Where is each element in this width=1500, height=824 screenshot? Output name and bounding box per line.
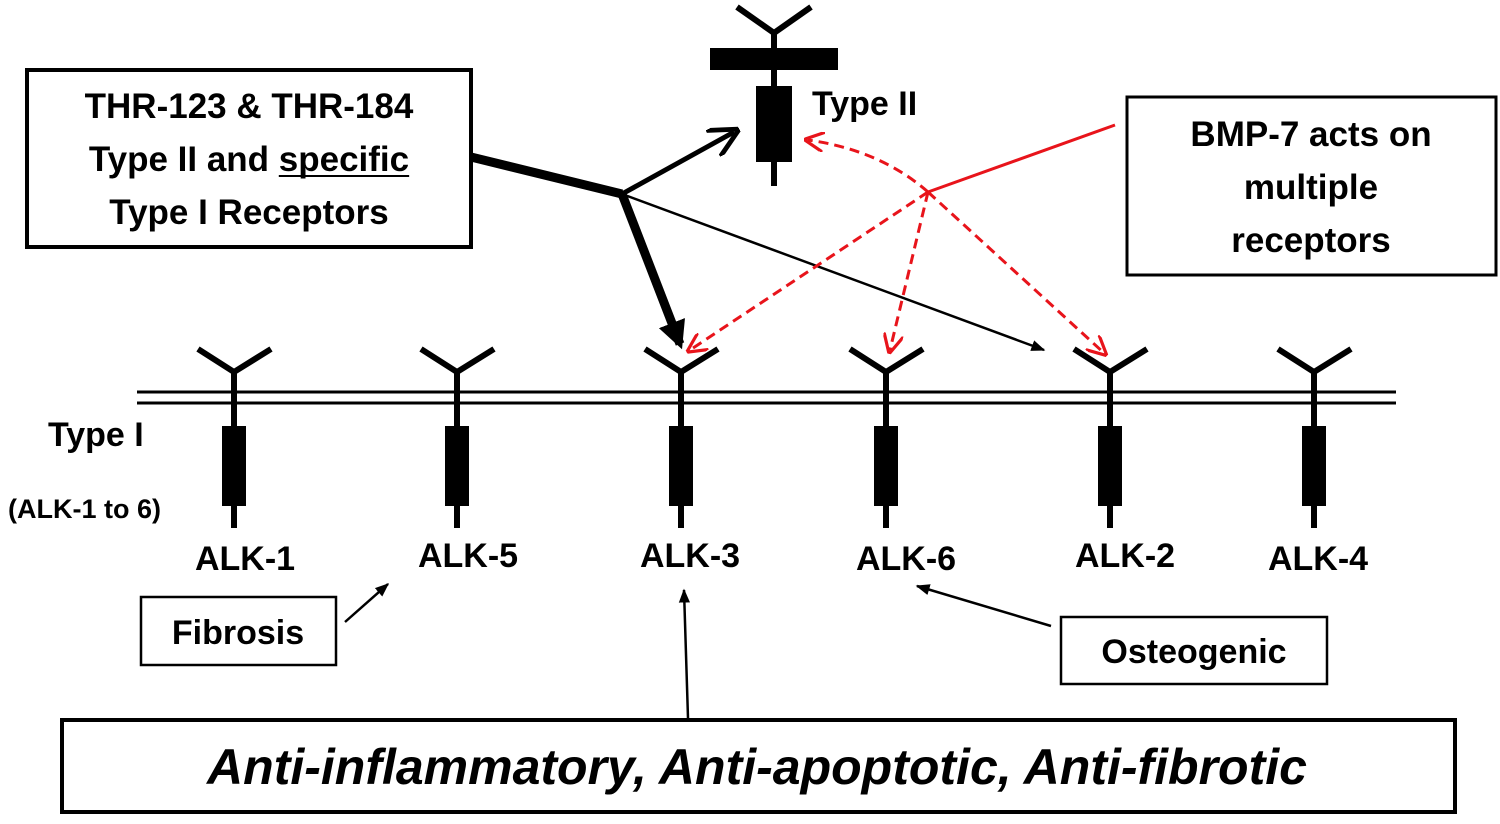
receptor-alk4 (1276, 346, 1353, 528)
receptor-type2 (710, 4, 838, 186)
type2-label: Type II (812, 85, 917, 123)
thr-box-line2-prefix: Type II and (89, 140, 279, 179)
bmp7-box-line1: BMP-7 acts on (1190, 115, 1431, 154)
fibrosis-arrow (344, 583, 390, 623)
thr-box-line2: Type II and specific (89, 140, 409, 179)
bmp7-box-line2: multiple (1244, 168, 1378, 207)
type1-label: Type I (48, 416, 144, 454)
effects-arrow (678, 588, 690, 719)
thr-box-line2-underlined: specific (279, 140, 409, 179)
thr-box-line3: Type I Receptors (109, 193, 388, 232)
receptor-alk3 (643, 346, 720, 528)
thr-box: THR-123 & THR-184 Type II and specific T… (25, 68, 473, 249)
receptor-alk6 (848, 346, 925, 528)
thr-arrow-to-type2 (620, 132, 734, 197)
bmp7-box-line3: receptors (1231, 221, 1391, 260)
osteogenic-label: Osteogenic (1101, 633, 1286, 671)
thr-box-line1: THR-123 & THR-184 (85, 87, 414, 126)
thr-stem-line (469, 152, 624, 199)
bmp7-arrow-to-alk3 (690, 190, 929, 350)
receptor-label-alk5: ALK-5 (418, 537, 518, 575)
receptor-label-alk3: ALK-3 (640, 537, 740, 575)
receptor-alk5 (419, 346, 496, 528)
thr-arrow-to-alk3 (617, 192, 685, 350)
thr-arrows (469, 132, 1046, 352)
bmp7-arrow-to-alk2 (926, 190, 1104, 353)
receptor-label-alk4: ALK-4 (1268, 540, 1368, 578)
bmp7-arrows (690, 123, 1116, 353)
bmp7-box: BMP-7 acts on multiple receptors (1125, 95, 1498, 277)
bmp7-arrow-to-type2 (808, 140, 929, 194)
osteogenic-box: Osteogenic (1059, 615, 1329, 686)
bmp7-stem-line (927, 123, 1116, 194)
bmp7-arrow-to-alk6 (890, 191, 930, 350)
fibrosis-label: Fibrosis (172, 614, 304, 652)
type1-range-label: (ALK-1 to 6) (8, 494, 161, 524)
receptor-alk2 (1072, 346, 1149, 528)
osteogenic-arrow (915, 584, 1052, 628)
receptor-label-alk6: ALK-6 (856, 540, 956, 578)
cell-membrane (137, 390, 1396, 405)
receptor-label-alk1: ALK-1 (195, 540, 295, 578)
receptor-alk1 (196, 346, 273, 528)
fibrosis-box: Fibrosis (139, 595, 338, 667)
effects-box: Anti-inflammatory, Anti-apoptotic, Anti-… (60, 718, 1457, 814)
receptor-label-alk2: ALK-2 (1075, 537, 1175, 575)
effects-label: Anti-inflammatory, Anti-apoptotic, Anti-… (205, 739, 1307, 795)
thr-arrow-to-alk2 (621, 192, 1046, 352)
